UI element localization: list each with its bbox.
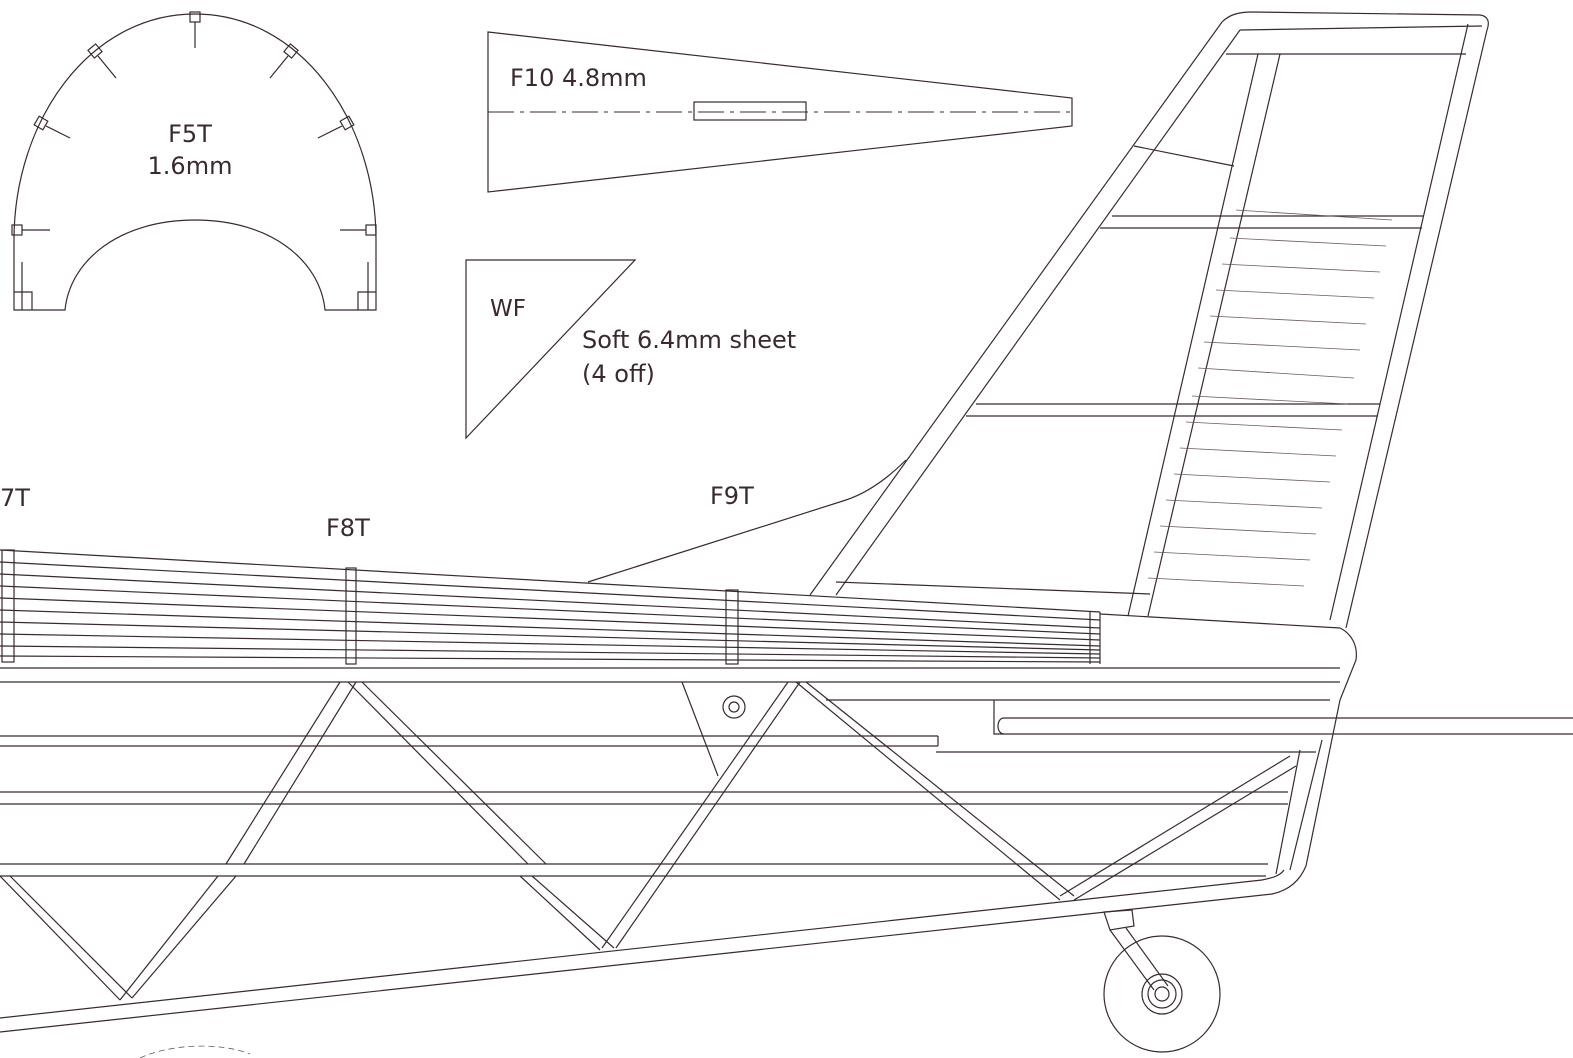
fin-and-rudder <box>587 11 1489 701</box>
fuselage-stringers <box>0 549 1101 665</box>
wf-note-material: Soft 6.4mm sheet <box>582 326 796 354</box>
f5t-label: F5T <box>168 120 212 148</box>
part-wf: WF Soft 6.4mm sheet (4 off) <box>465 259 796 440</box>
part-f10: F10 4.8mm <box>487 31 1073 193</box>
former-f5t: F5T 1.6mm <box>11 11 377 311</box>
tail-wheel <box>1103 909 1221 1053</box>
f8t-label: F8T <box>326 514 370 542</box>
f7t-label: 7T <box>0 484 30 512</box>
rudder-hatching <box>1147 209 1393 587</box>
f10-label: F10 4.8mm <box>510 64 647 92</box>
bellcrank-pivot <box>722 695 746 719</box>
wf-note-quantity: (4 off) <box>582 360 655 388</box>
f5t-thickness-label: 1.6mm <box>148 152 233 180</box>
f9t-label: F9T <box>710 482 754 510</box>
fuselage-frame <box>0 667 1573 1033</box>
wf-label: WF <box>490 296 526 322</box>
